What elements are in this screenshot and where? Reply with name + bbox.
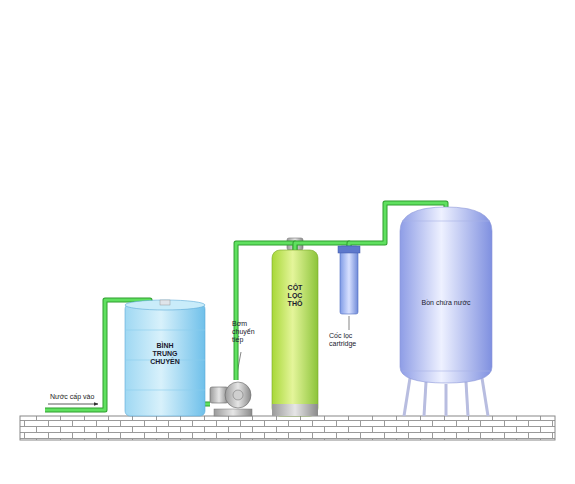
filter-column: CỘT LỌC THÔ [272, 250, 318, 416]
storage-tank-shape [400, 207, 492, 383]
pump-base [214, 409, 252, 416]
leader-line [349, 316, 350, 330]
inlet-label: Nước cấp vào [50, 393, 94, 401]
pipe-fill [205, 403, 210, 406]
brick-wall [20, 416, 555, 440]
callout-label: Cốc lọc cartridge [329, 332, 369, 348]
node-label: CỘT LỌC THÔ [284, 284, 306, 308]
transfer-pump-shape [210, 380, 252, 410]
cartridge-filter-shape [340, 246, 358, 314]
node-label: BÌNH TRUNG CHUYỂN [145, 342, 185, 366]
transfer-pump: Bơm chuyển tiếp [210, 380, 252, 410]
cartridge-filter: Cốc lọc cartridge [340, 246, 358, 314]
tank-legs [404, 378, 488, 416]
storage-tank: Bồn chứa nước [400, 207, 492, 383]
water-pipe [205, 404, 210, 405]
node-label: Bồn chứa nước [406, 299, 486, 307]
filter-column-shape [272, 250, 318, 416]
buffer-tank-shape [125, 300, 205, 416]
inlet-arrow [48, 404, 98, 405]
buffer-tank: BÌNH TRUNG CHUYỂN [125, 300, 205, 416]
callout-label: Bơm chuyển tiếp [232, 320, 266, 344]
pipe-outline [205, 402, 210, 407]
